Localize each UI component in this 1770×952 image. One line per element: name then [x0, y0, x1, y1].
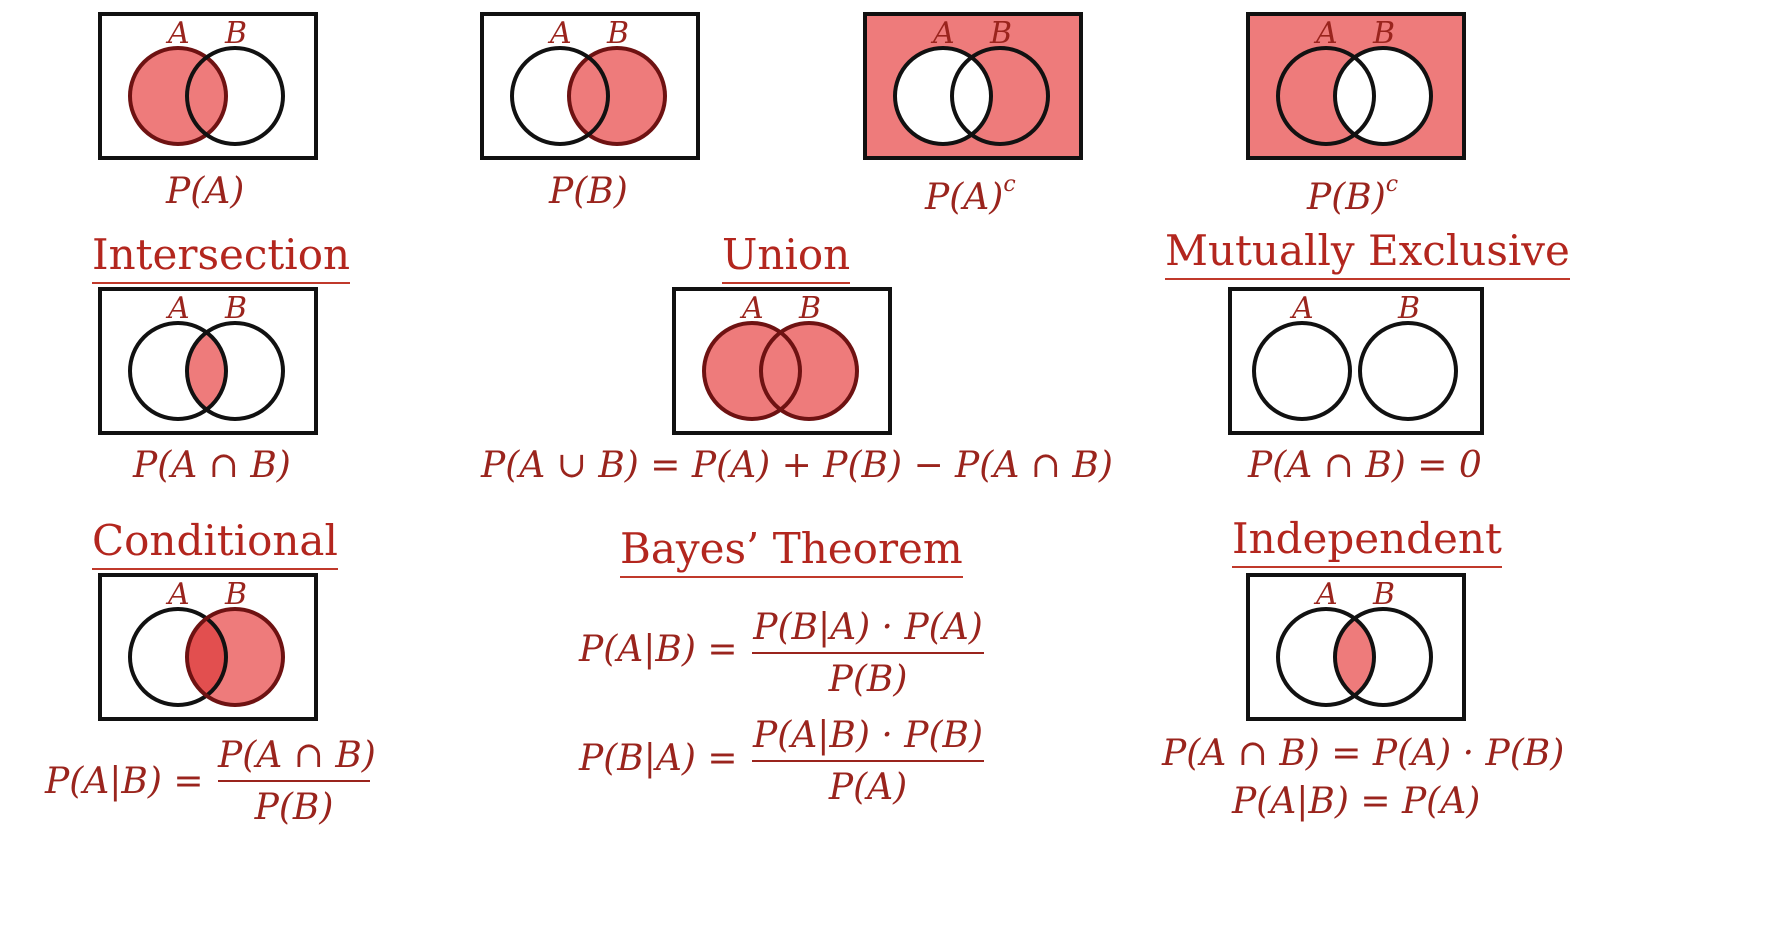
- heading-independent: Independent: [1232, 518, 1502, 568]
- label-b: B: [224, 291, 247, 326]
- formula-pa: P(A): [166, 171, 245, 212]
- heading-conditional-text: Conditional: [92, 516, 338, 565]
- heading-conditional: Conditional: [92, 520, 338, 570]
- venn-mutually-exclusive: A B: [1228, 287, 1484, 435]
- label-a: A: [1313, 577, 1338, 612]
- formula-pac: P(A)c: [925, 174, 1016, 216]
- label-a: A: [547, 16, 572, 51]
- heading-union: Union: [722, 234, 851, 284]
- circle-a: [1276, 46, 1376, 146]
- venn-set-b: A B: [480, 12, 700, 160]
- label-b: B: [224, 577, 247, 612]
- circle-b: [1358, 321, 1458, 421]
- formula-independent-2: P(A|B) = P(A): [1232, 781, 1481, 822]
- circle-b: [950, 46, 1050, 146]
- formula-intersection: P(A ∩ B): [133, 445, 291, 486]
- heading-intersection: Intersection: [92, 234, 351, 284]
- circle-b: [185, 607, 285, 707]
- bayes-eq1-fraction: P(B|A) · P(A) P(B): [752, 610, 984, 698]
- heading-mutually-exclusive-text: Mutually Exclusive: [1165, 226, 1570, 275]
- label-a: A: [165, 16, 190, 51]
- heading-union-text: Union: [722, 230, 851, 279]
- bayes-eq1-numerator: P(B|A) · P(A): [753, 607, 983, 648]
- label-a: A: [1289, 291, 1314, 326]
- fraction-bar: [752, 760, 984, 762]
- heading-independent-text: Independent: [1232, 514, 1502, 563]
- formula-pac-sup: c: [1003, 172, 1016, 197]
- bayes-eq2-fraction: P(A|B) · P(B) P(A): [752, 718, 984, 806]
- heading-mutually-exclusive: Mutually Exclusive: [1165, 230, 1570, 280]
- label-b: B: [224, 16, 247, 51]
- circle-b: [185, 46, 285, 146]
- label-b: B: [1372, 577, 1395, 612]
- venn-complement-b: A B: [1246, 12, 1466, 160]
- venn-union: A B: [672, 287, 892, 435]
- heading-underline: [620, 576, 963, 578]
- label-a: A: [165, 291, 190, 326]
- heading-bayes-text: Bayes’ Theorem: [620, 524, 963, 573]
- bayes-eq1-denominator: P(B): [828, 659, 908, 700]
- formula-pbc-sup: c: [1385, 172, 1399, 197]
- bayes-eq2-numerator: P(A|B) · P(B): [753, 715, 983, 756]
- conditional-denominator: P(B): [254, 787, 334, 828]
- conditional-lhs: P(A|B) =: [45, 761, 204, 802]
- bayes-eq2-denominator: P(A): [828, 767, 908, 808]
- heading-underline: [722, 282, 851, 284]
- label-b: B: [1397, 291, 1420, 326]
- label-b: B: [606, 16, 629, 51]
- formula-union: P(A ∪ B) = P(A) + P(B) − P(A ∩ B): [481, 445, 1113, 486]
- label-a: A: [930, 16, 955, 51]
- venn-conditional: A B: [98, 573, 318, 721]
- heading-underline: [92, 282, 351, 284]
- label-a: A: [1313, 16, 1338, 51]
- venn-independent: A B: [1246, 573, 1466, 721]
- circle-a-shaded: [128, 46, 228, 146]
- formula-pac-base: P(A): [925, 177, 1004, 218]
- circle-b: [185, 321, 285, 421]
- label-b: B: [1372, 16, 1395, 51]
- label-a: A: [739, 291, 764, 326]
- label-a: A: [165, 577, 190, 612]
- circle-b: [1333, 46, 1433, 146]
- circle-a: [893, 46, 993, 146]
- venn-set-a: A B: [98, 12, 318, 160]
- circle-a: [128, 321, 228, 421]
- formula-mutually-exclusive: P(A ∩ B) = 0: [1248, 445, 1482, 486]
- formula-pbc: P(B)c: [1307, 174, 1398, 216]
- heading-bayes: Bayes’ Theorem: [620, 528, 963, 578]
- bayes-eq2-lhs: P(B|A) =: [579, 738, 738, 779]
- formula-independent-1: P(A ∩ B) = P(A) · P(B): [1162, 733, 1565, 774]
- circle-a: [510, 46, 610, 146]
- venn-complement-a: A B: [863, 12, 1083, 160]
- heading-underline: [1232, 566, 1502, 568]
- conditional-fraction: P(A ∩ B) P(B): [218, 735, 376, 828]
- conditional-numerator: P(A ∩ B): [218, 735, 376, 776]
- label-b: B: [798, 291, 821, 326]
- circle-a: [702, 321, 802, 421]
- label-b: B: [989, 16, 1012, 51]
- formula-pb: P(B): [549, 171, 628, 212]
- fraction-bar: [752, 652, 984, 654]
- bayes-eq1-lhs: P(A|B) =: [579, 629, 738, 670]
- circle-b-shaded: [567, 46, 667, 146]
- fraction-bar: [218, 780, 370, 782]
- circle-a: [128, 607, 228, 707]
- circle-b: [759, 321, 859, 421]
- circle-b: [1333, 607, 1433, 707]
- circle-a: [1252, 321, 1352, 421]
- venn-intersection: A B: [98, 287, 318, 435]
- heading-intersection-text: Intersection: [92, 230, 351, 279]
- heading-underline: [92, 568, 338, 570]
- heading-underline: [1165, 278, 1570, 280]
- formula-pbc-base: P(B): [1307, 177, 1386, 218]
- circle-a: [1276, 607, 1376, 707]
